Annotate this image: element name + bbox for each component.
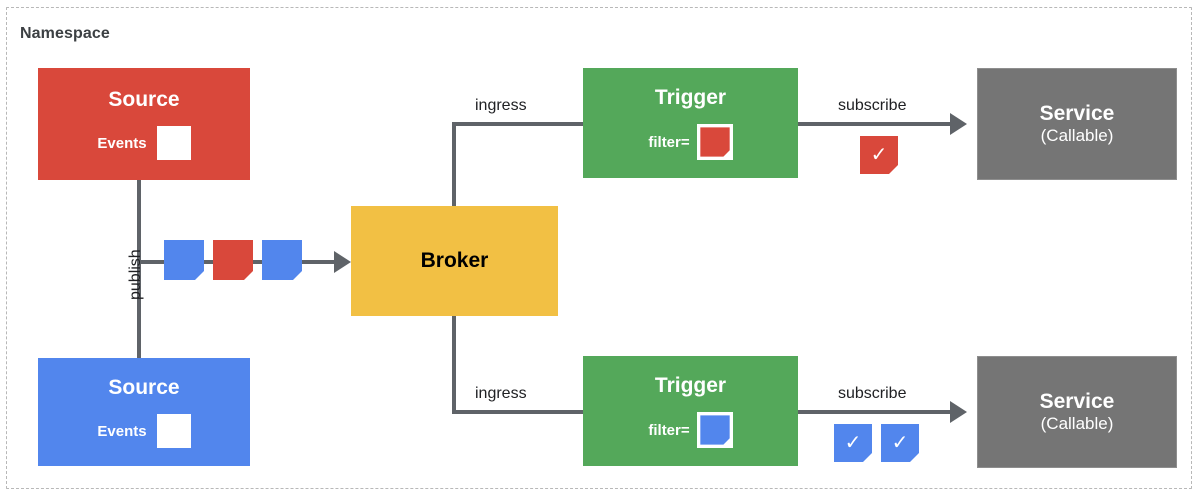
- events-document-icon: [156, 414, 191, 449]
- document-shape: [164, 240, 204, 280]
- document-shape: [696, 124, 733, 160]
- check-document-icon: ✓: [860, 136, 898, 174]
- connector-source-trunk: [137, 180, 141, 360]
- trigger-filter-row: filter=: [648, 124, 733, 161]
- node-broker[interactable]: Broker: [351, 206, 558, 316]
- trigger-title: Trigger: [654, 373, 727, 397]
- node-source-red[interactable]: Source Events: [38, 68, 250, 180]
- node-service-bottom[interactable]: Service (Callable): [977, 356, 1177, 468]
- arrowhead-subscribe-bottom: [950, 401, 967, 423]
- document-shape: [213, 240, 253, 280]
- service-title: Service: [1039, 389, 1115, 413]
- events-label: Events: [97, 422, 147, 440]
- edge-label-ingress-top: ingress: [475, 97, 527, 114]
- connector-ingress-top: [452, 122, 584, 126]
- service-subtitle: (Callable): [1040, 413, 1114, 433]
- event-document-icon: [164, 240, 204, 280]
- source-events-row: Events: [97, 414, 191, 449]
- edge-label-publish: publish: [127, 249, 144, 300]
- event-document-icon: [262, 240, 302, 280]
- edge-label-subscribe-top: subscribe: [838, 97, 907, 114]
- event-stream-icons: [164, 240, 302, 280]
- events-document-icon: [156, 126, 191, 161]
- filter-label: filter=: [648, 133, 690, 151]
- connector-subscribe-top: [798, 122, 953, 126]
- check-document-icon: ✓: [834, 424, 872, 462]
- document-shape: [834, 424, 872, 462]
- connector-subscribe-bottom: [798, 410, 953, 414]
- check-document-icon: ✓: [881, 424, 919, 462]
- node-trigger-top[interactable]: Trigger filter=: [583, 68, 798, 178]
- document-shape: [860, 136, 898, 174]
- source-events-row: Events: [97, 126, 191, 161]
- edge-label-ingress-bottom: ingress: [475, 385, 527, 402]
- connector-ingress-bottom: [452, 410, 584, 414]
- source-title: Source: [108, 87, 180, 111]
- service-subtitle: (Callable): [1040, 125, 1114, 145]
- namespace-boundary: [6, 7, 1192, 489]
- document-shape: [696, 412, 733, 448]
- filter-document-icon: [696, 412, 733, 449]
- node-source-blue[interactable]: Source Events: [38, 358, 250, 466]
- node-trigger-bottom[interactable]: Trigger filter=: [583, 356, 798, 466]
- arrowhead-subscribe-top: [950, 113, 967, 135]
- delivery-checks-top: ✓: [860, 136, 898, 174]
- arrowhead-publish: [334, 251, 351, 273]
- document-shape: [156, 126, 191, 161]
- namespace-label: Namespace: [20, 25, 110, 42]
- trigger-filter-row: filter=: [648, 412, 733, 449]
- events-label: Events: [97, 134, 147, 152]
- node-service-top[interactable]: Service (Callable): [977, 68, 1177, 180]
- document-shape: [262, 240, 302, 280]
- document-shape: [156, 414, 191, 449]
- broker-title: Broker: [420, 248, 489, 272]
- filter-document-icon: [696, 124, 733, 161]
- delivery-checks-bottom: ✓ ✓: [834, 424, 919, 462]
- edge-label-subscribe-bottom: subscribe: [838, 385, 907, 402]
- source-title: Source: [108, 375, 180, 399]
- trigger-title: Trigger: [654, 85, 727, 109]
- document-shape: [881, 424, 919, 462]
- event-document-icon: [213, 240, 253, 280]
- service-title: Service: [1039, 101, 1115, 125]
- filter-label: filter=: [648, 421, 690, 439]
